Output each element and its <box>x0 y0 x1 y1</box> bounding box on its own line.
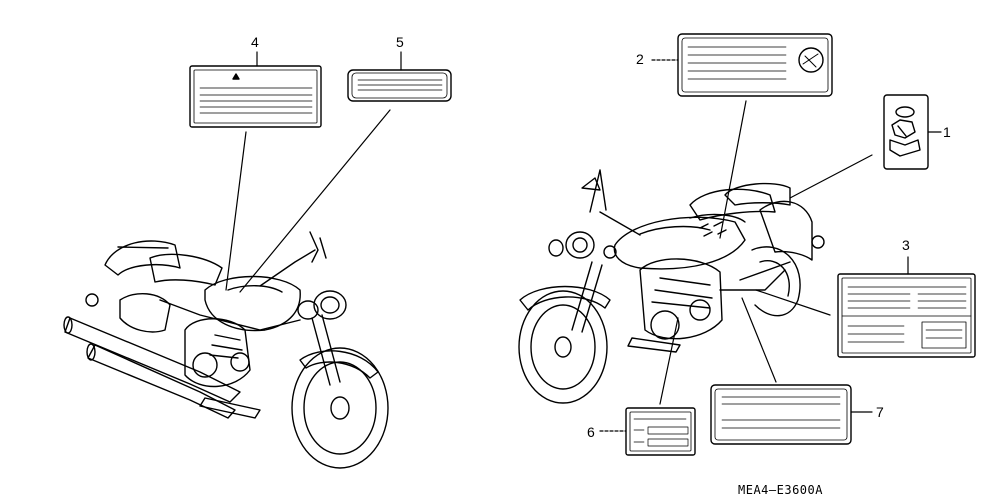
label-6-shape <box>625 407 696 456</box>
callout-3: 3 <box>902 237 910 253</box>
label-1-shape <box>883 94 929 170</box>
label-7-shape <box>710 384 852 445</box>
label-2-shape <box>677 33 833 97</box>
drawing-code: MEA4—E3600A <box>738 483 823 497</box>
label-4-shape <box>189 65 322 128</box>
leader-lines <box>225 51 942 432</box>
motorcycle-right-illustration <box>518 169 825 404</box>
callout-4: 4 <box>251 34 259 50</box>
label-3-shape <box>837 273 976 358</box>
callout-1: 1 <box>943 124 951 140</box>
motorcycle-left-illustration <box>63 231 389 469</box>
callout-6: 6 <box>587 424 595 440</box>
callout-7: 7 <box>876 404 884 420</box>
label-5-shape <box>347 69 452 102</box>
callout-5: 5 <box>396 34 404 50</box>
callout-2: 2 <box>636 51 644 67</box>
